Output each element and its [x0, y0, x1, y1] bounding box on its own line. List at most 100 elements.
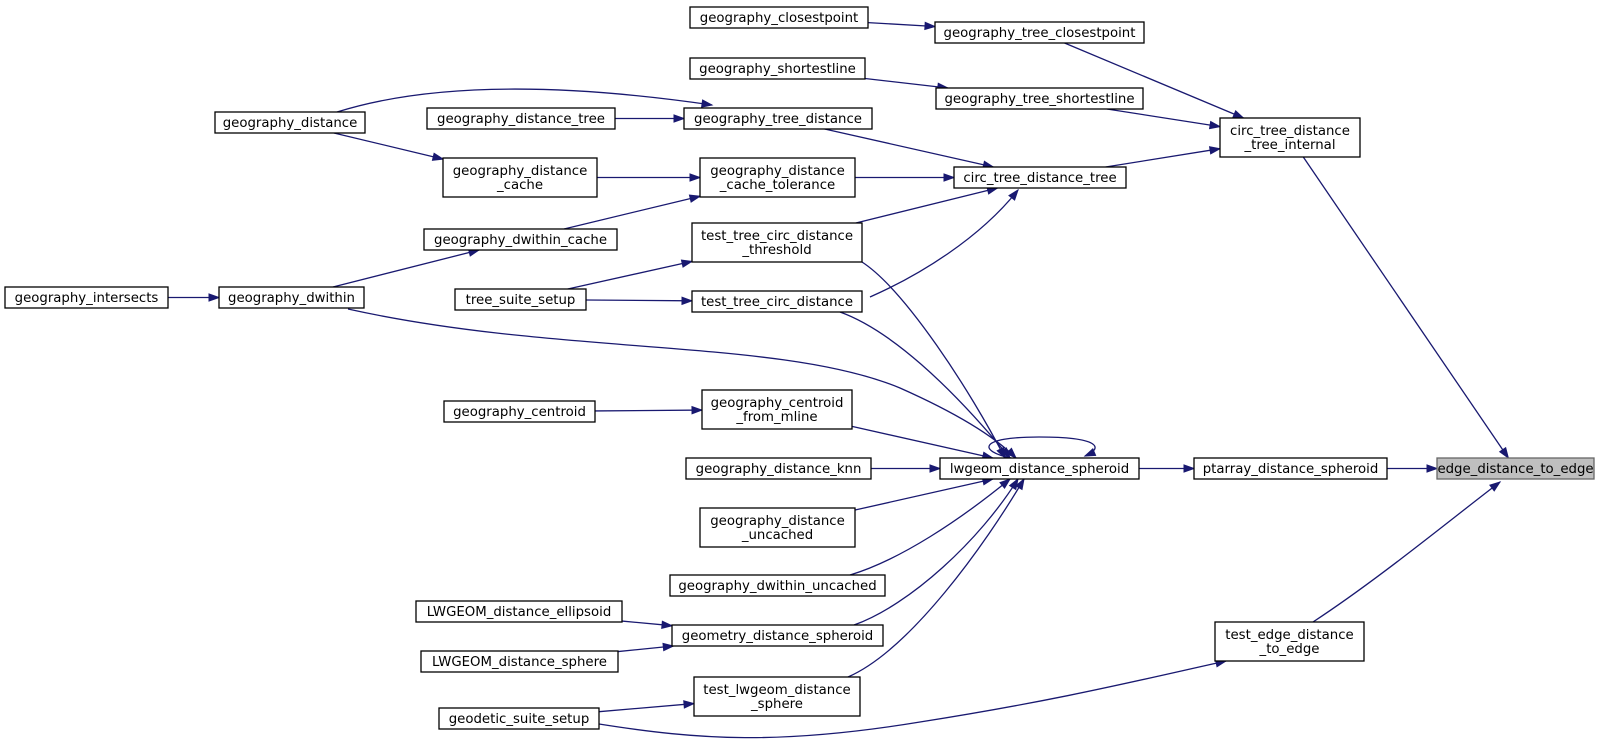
node-label: geography_dwithin_uncached: [678, 579, 876, 594]
node-label: test_tree_circ_distance: [701, 295, 853, 310]
node-geodetic_suite_setup[interactable]: geodetic_suite_setup: [438, 707, 600, 730]
node-box: [442, 157, 598, 198]
node-label: circ_tree_distance_tree: [963, 171, 1116, 186]
node-geography_distance_cache_tolerance[interactable]: geography_distance_cache_tolerance: [699, 157, 856, 198]
node-test_edge_distance_to_edge[interactable]: test_edge_distance_to_edge: [1214, 621, 1365, 662]
node-geography_centroid[interactable]: geography_centroid: [443, 400, 596, 423]
node-geography_distance_cache[interactable]: geography_distance_cache: [442, 157, 598, 198]
node-geography_tree_shortestline[interactable]: geography_tree_shortestline: [935, 87, 1144, 110]
edge-geography_dwithin-to-lwgeom_distance_spheroid: [347, 308, 1018, 460]
node-box: [691, 222, 863, 263]
node-box: [685, 457, 872, 480]
node-geography_distance_uncached[interactable]: geography_distance_uncached: [699, 507, 856, 548]
edge-test_edge_distance_to_edge-to-edge_distance_to_edge: [1312, 481, 1502, 623]
node-box: [214, 111, 366, 134]
edge-geography_distance-to-geography_tree_distance: [336, 88, 714, 113]
edge-LWGEOM_distance_sphere-to-geometry_distance_spheroid: [617, 642, 675, 653]
node-label: geography_closestpoint: [700, 11, 859, 26]
node-geography_distance_knn[interactable]: geography_distance_knn: [685, 457, 872, 480]
node-geography_dwithin_uncached[interactable]: geography_dwithin_uncached: [669, 574, 886, 597]
node-box: [438, 707, 600, 730]
node-geography_closestpoint[interactable]: geography_closestpoint: [689, 6, 869, 29]
edge-geography_dwithin_uncached-to-lwgeom_distance_spheroid: [849, 478, 1012, 576]
node-label: geography_distance_tree: [437, 112, 605, 127]
node-geography_intersects[interactable]: geography_intersects: [4, 286, 169, 309]
node-geography_dwithin[interactable]: geography_dwithin: [218, 286, 365, 309]
edge-geometry_distance_spheroid-to-lwgeom_distance_spheroid: [853, 477, 1019, 626]
node-test_lwgeom_distance_sphere[interactable]: test_lwgeom_distance_sphere: [693, 676, 861, 717]
node-box: [953, 166, 1127, 189]
node-box: [1193, 457, 1388, 480]
node-label: LWGEOM_distance_sphere: [432, 655, 607, 670]
node-lwgeom_distance_spheroid[interactable]: lwgeom_distance_spheroid: [939, 457, 1140, 480]
edge-geography_intersects-to-geography_dwithin: [168, 293, 221, 302]
node-edge_distance_to_edge[interactable]: edge_distance_to_edge: [1436, 457, 1595, 480]
function-nodes: edge_distance_to_edgecirc_tree_distance_…: [4, 6, 1595, 730]
node-label: geography_intersects: [15, 291, 159, 306]
node-box: [699, 157, 856, 198]
edge-test_tree_circ_distance_threshold-to-circ_tree_distance_tree: [855, 186, 999, 224]
edge-circ_tree_distance_tree-to-circ_tree_distance_tree_internal: [1105, 146, 1222, 168]
node-label: _uncached: [741, 528, 813, 543]
node-box: [1214, 621, 1365, 662]
edge-geodetic_suite_setup-to-test_edge_distance_to_edge: [598, 659, 1228, 739]
node-geography_centroid_from_mline[interactable]: geography_centroid_from_mline: [701, 389, 853, 430]
edge-lwgeom_distance_spheroid-to-ptarray_distance_spheroid: [1139, 464, 1196, 473]
node-label: geography_tree_closestpoint: [944, 26, 1136, 41]
node-box: [693, 676, 861, 717]
node-label: geography_dwithin_cache: [434, 233, 607, 248]
node-geography_dwithin_cache[interactable]: geography_dwithin_cache: [423, 228, 618, 251]
node-box: [935, 87, 1144, 110]
node-geography_distance[interactable]: geography_distance: [214, 111, 366, 134]
node-label: circ_tree_distance: [1230, 124, 1350, 139]
node-label: geography_shortestline: [699, 62, 856, 77]
node-label: geography_tree_shortestline: [944, 92, 1134, 107]
edge-geodetic_suite_setup-to-test_lwgeom_distance_sphere: [598, 700, 696, 713]
node-LWGEOM_distance_sphere[interactable]: LWGEOM_distance_sphere: [420, 650, 619, 673]
node-box: [218, 286, 365, 309]
edge-geography_distance_tree-to-geography_tree_distance: [615, 114, 686, 123]
node-box: [426, 107, 616, 130]
edge-geography_tree_shortestline-to-circ_tree_distance_tree_internal: [1106, 108, 1222, 130]
node-geography_tree_distance[interactable]: geography_tree_distance: [683, 107, 873, 130]
edge-test_lwgeom_distance_sphere-to-lwgeom_distance_spheroid: [847, 477, 1025, 678]
edge-LWGEOM_distance_ellipsoid-to-geometry_distance_spheroid: [621, 620, 674, 630]
node-label: geography_centroid: [453, 405, 586, 420]
node-label: geography_dwithin: [228, 291, 355, 306]
edge-test_tree_circ_distance-to-lwgeom_distance_spheroid: [839, 311, 1011, 460]
node-geography_shortestline[interactable]: geography_shortestline: [689, 57, 866, 80]
edge-geography_dwithin-to-geography_dwithin_cache: [332, 248, 481, 288]
node-label: _from_mline: [735, 410, 817, 425]
edge-tree_suite_setup-to-test_tree_circ_distance: [585, 296, 694, 306]
node-box: [689, 6, 869, 29]
edge-circ_tree_distance_tree_internal-to-edge_distance_to_edge: [1302, 156, 1510, 460]
node-box: [683, 107, 873, 130]
node-geography_distance_tree[interactable]: geography_distance_tree: [426, 107, 616, 130]
edge-lwgeom_distance_spheroid-to-lwgeom_distance_spheroid: [988, 436, 1097, 459]
node-label: _tree_internal: [1243, 138, 1335, 153]
node-test_tree_circ_distance[interactable]: test_tree_circ_distance: [691, 290, 863, 313]
edge-geography_closestpoint-to-geography_tree_closestpoint: [867, 21, 937, 31]
edge-test_tree_circ_distance-to-circ_tree_distance_tree: [869, 188, 1019, 298]
node-box: [689, 57, 866, 80]
node-label: geography_distance: [710, 514, 845, 529]
node-label: _cache_tolerance: [719, 178, 835, 193]
node-circ_tree_distance_tree[interactable]: circ_tree_distance_tree: [953, 166, 1127, 189]
node-LWGEOM_distance_ellipsoid[interactable]: LWGEOM_distance_ellipsoid: [415, 600, 623, 623]
node-box: [454, 288, 587, 311]
node-box: [934, 21, 1145, 44]
node-box: [699, 507, 856, 548]
node-label: test_tree_circ_distance: [701, 229, 853, 244]
node-label: geography_distance_knn: [696, 462, 862, 477]
node-ptarray_distance_spheroid[interactable]: ptarray_distance_spheroid: [1193, 457, 1388, 480]
node-label: test_edge_distance: [1225, 628, 1353, 643]
edge-geography_distance_cache-to-geography_distance_cache_tolerance: [597, 173, 702, 182]
node-geography_tree_closestpoint[interactable]: geography_tree_closestpoint: [934, 21, 1145, 44]
node-label: test_lwgeom_distance: [703, 683, 850, 698]
node-tree_suite_setup[interactable]: tree_suite_setup: [454, 288, 587, 311]
node-test_tree_circ_distance_threshold[interactable]: test_tree_circ_distance_threshold: [691, 222, 863, 263]
node-circ_tree_distance_tree_internal[interactable]: circ_tree_distance_tree_internal: [1219, 117, 1361, 158]
node-label: geography_distance: [223, 116, 358, 131]
node-geometry_distance_spheroid[interactable]: geometry_distance_spheroid: [671, 624, 884, 647]
node-label: ptarray_distance_spheroid: [1203, 462, 1379, 477]
